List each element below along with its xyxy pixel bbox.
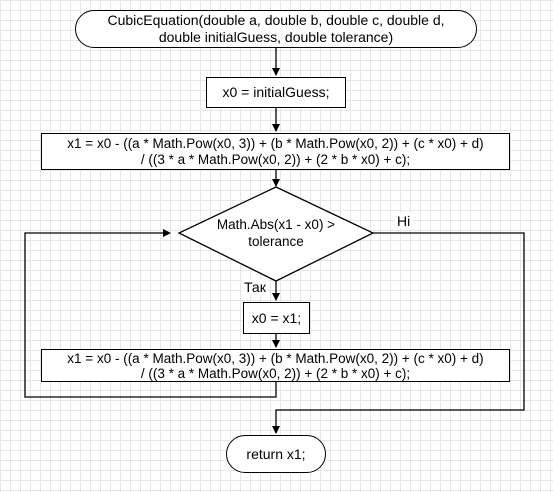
start-terminal: CubicEquation(double a, double b, double… <box>75 10 477 48</box>
branch-label-no: Ні <box>395 213 413 229</box>
update-x0-process: x0 = x1; <box>243 302 310 334</box>
condition-text-line1: Math.Abs(x1 - x0) > <box>216 217 336 232</box>
condition-text-line2: tolerance <box>248 234 304 249</box>
end-text: return x1; <box>246 445 306 462</box>
recompute-x1-process: x1 = x0 - ((a * Math.Pow(x0, 3)) + (b * … <box>41 349 510 382</box>
arrow-condition-no-to-end <box>272 232 525 434</box>
loop-back-arrow <box>24 229 277 398</box>
condition-text: Math.Abs(x1 - x0) > tolerance <box>196 213 356 253</box>
compute-x1-text-line2: / ((3 * a * Math.Pow(x0, 2)) + (2 * b * … <box>140 151 411 167</box>
compute-x1-text-line1: x1 = x0 - ((a * Math.Pow(x0, 3)) + (b * … <box>67 135 484 151</box>
init-text: x0 = initialGuess; <box>222 84 330 100</box>
update-x0-text: x0 = x1; <box>251 309 302 326</box>
recompute-x1-text-line1: x1 = x0 - ((a * Math.Pow(x0, 3)) + (b * … <box>67 350 484 366</box>
init-process: x0 = initialGuess; <box>206 77 346 108</box>
start-text-line2: double initialGuess, double tolerance) <box>158 29 394 45</box>
condition-diamond <box>177 186 375 282</box>
end-terminal: return x1; <box>226 435 326 473</box>
compute-x1-process: x1 = x0 - ((a * Math.Pow(x0, 3)) + (b * … <box>41 133 510 170</box>
branch-label-yes: Так <box>242 279 268 295</box>
recompute-x1-text-line2: / ((3 * a * Math.Pow(x0, 2)) + (2 * b * … <box>140 365 411 381</box>
start-text-line1: CubicEquation(double a, double b, double… <box>107 12 445 28</box>
